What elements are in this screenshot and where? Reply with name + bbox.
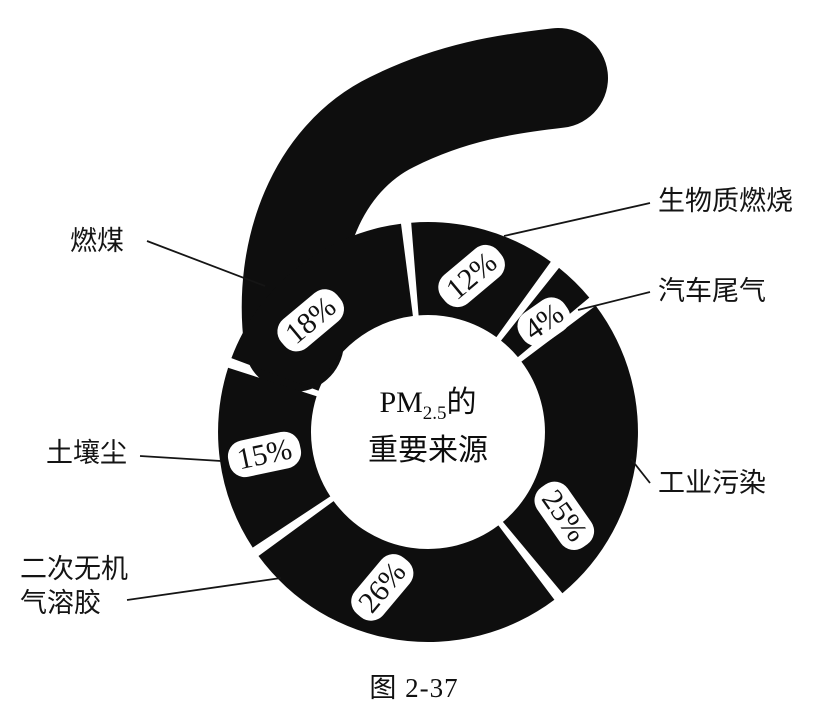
- leader-line-3: [126, 577, 282, 601]
- callout-label-0: 生物质燃烧: [658, 186, 793, 216]
- chart-center-label: PM2.5的 重要来源: [308, 384, 548, 469]
- donut-segment-2: [502, 305, 638, 594]
- leader-line-2: [630, 458, 651, 484]
- callout-label-2: 工业污染: [658, 468, 766, 498]
- leader-line-5: [146, 240, 266, 287]
- percent-label-4: 15%: [227, 431, 302, 478]
- leader-line-1: [577, 291, 651, 311]
- center-label-line2: 重要来源: [368, 434, 488, 467]
- callout-label-5: 燃煤: [70, 226, 124, 256]
- callout-label-1: 汽车尾气: [658, 276, 766, 306]
- leader-line-4: [139, 455, 222, 462]
- figure-caption: 图 2-37: [369, 673, 459, 703]
- leader-lines-layer: [126, 202, 651, 601]
- percent-label-patch: [227, 431, 302, 478]
- six-shape-tail: [241, 28, 608, 392]
- six-shape-tail-layer: [241, 28, 608, 392]
- percent-label-patch: [438, 244, 505, 308]
- callout-label-3: 二次无机气溶胶: [20, 554, 128, 618]
- pm-subscript: 2.5: [422, 403, 447, 424]
- percent-label-patch: [277, 289, 345, 352]
- percent-label-patch: [351, 554, 414, 621]
- leader-line-0: [503, 202, 651, 237]
- percent-label-patch: [534, 481, 595, 551]
- center-label-line1: PM2.5的: [379, 386, 477, 424]
- percent-label-3: 26%: [351, 554, 414, 621]
- callout-label-4: 土壤尘: [46, 438, 127, 468]
- percent-label-patch: [517, 297, 571, 347]
